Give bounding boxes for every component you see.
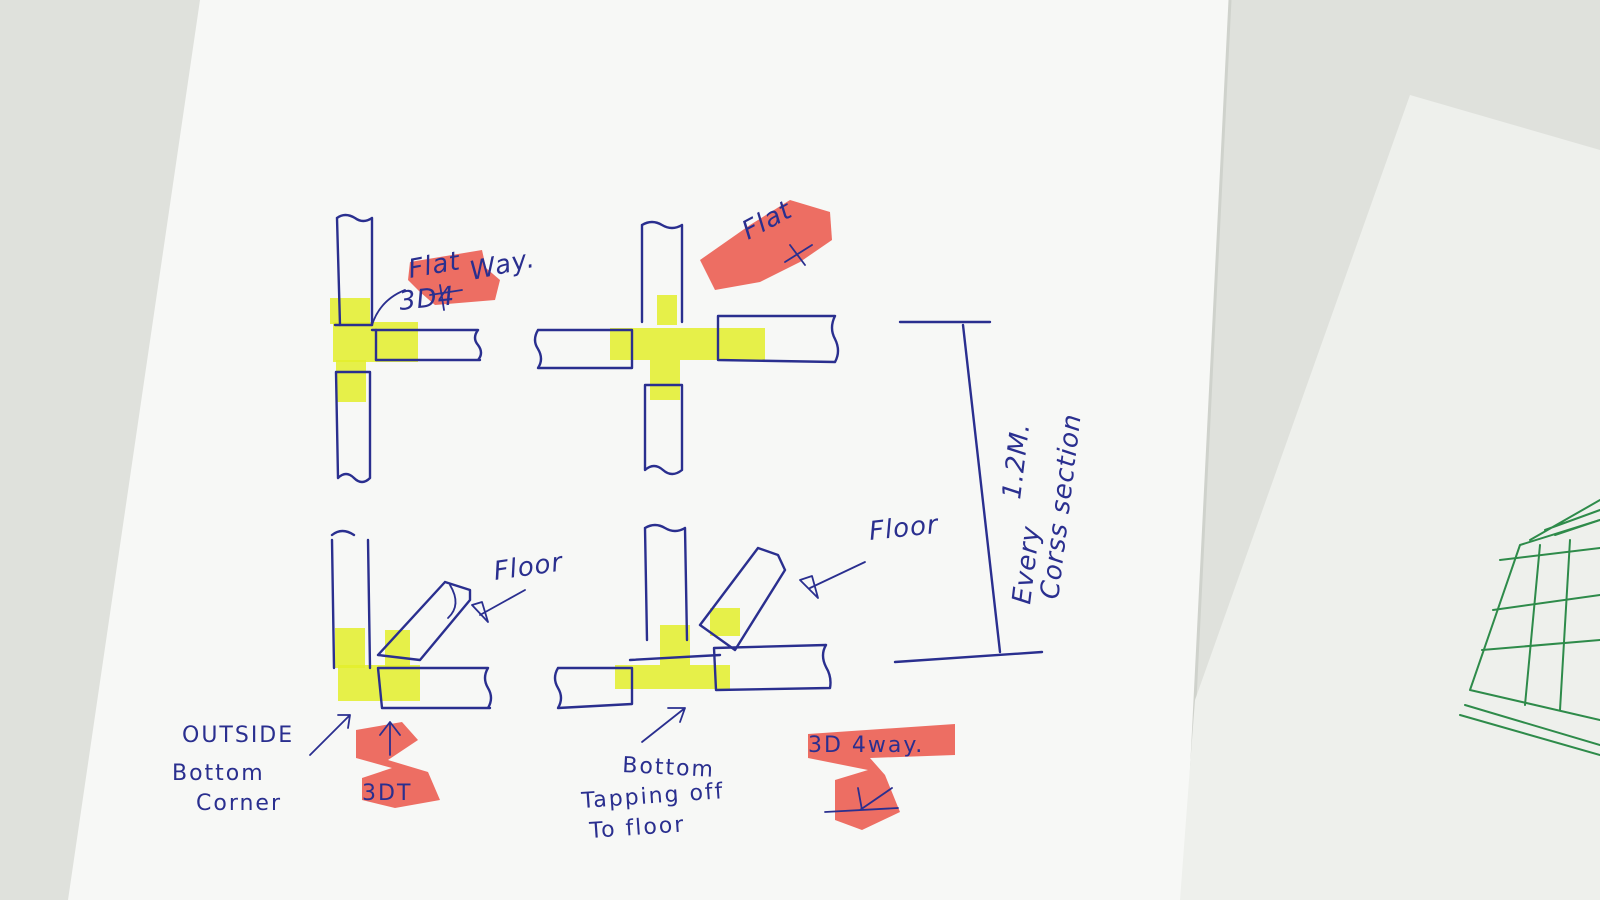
red-highlight-flat-top-right [700,200,832,290]
red-highlight-3dt [356,722,440,808]
arrow-floor-left [471,589,526,623]
red-highlight-flat-3d-way [408,250,500,305]
dimension-marker [893,320,1044,664]
label-floor-right: Floor [868,510,942,547]
tee-junction-top-left [330,213,483,484]
green-scaffold-sketch [1459,499,1600,756]
tee-junction-bottom-middle [553,523,832,710]
arrow-floor-right [799,561,866,599]
second-paper-sheet [1180,95,1600,900]
arrow-top-left [371,289,406,326]
label-outside: OUTSIDE [182,723,294,748]
corner-junction-bottom-left [330,529,493,710]
red-highlight-3d-4way [808,724,955,830]
label-3dt: 3DT [362,781,412,806]
arrow-bottom-middle [641,707,686,743]
label-3d4: 3D4 [398,281,457,317]
cross-mark-top-left [429,284,463,311]
cross-mark-top-right [784,244,813,266]
arrow-3dt [379,721,401,756]
label-bottom-middle: Bottom [622,753,716,783]
arrow-outside-corner [309,714,351,756]
label-3d-4way: 3D 4way. [808,733,924,758]
cross-junction-top [533,220,840,476]
label-corner: Corner [196,791,282,816]
label-bottom-left: Bottom [172,761,265,786]
symbol-4way [824,787,899,813]
